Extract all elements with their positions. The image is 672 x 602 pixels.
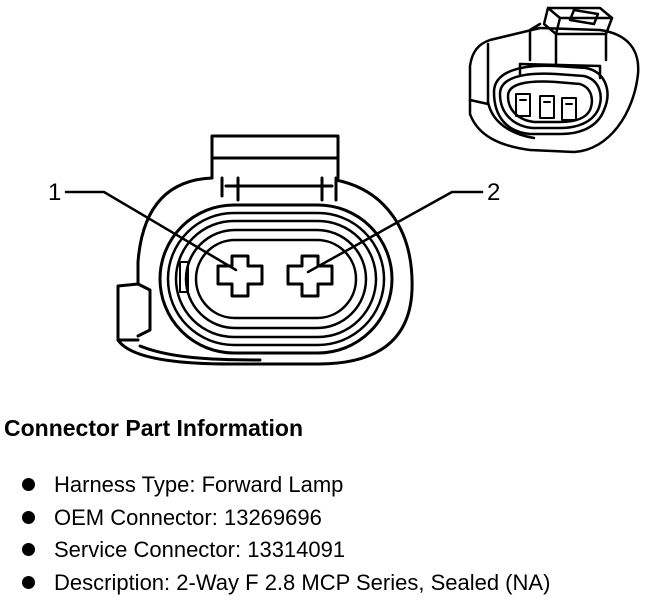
callout-2-label: 2: [487, 179, 500, 206]
info-label: Description: [54, 569, 165, 595]
info-item-service-connector: Service Connector: 13314091: [22, 535, 550, 568]
info-label: Service Connector: [54, 537, 235, 562]
section-title: Connector Part Information: [4, 415, 304, 441]
seal-ring-inner: [194, 238, 358, 320]
callout-1-label: 1: [48, 179, 61, 206]
info-value: 2-Way F 2.8 MCP Series, Sealed (NA): [176, 569, 551, 595]
info-value: Forward Lamp: [201, 472, 344, 497]
info-item-description: Description: 2-Way F 2.8 MCP Series, Sea…: [22, 568, 550, 601]
info-label: OEM Connector: [54, 504, 212, 530]
key-slot: [179, 261, 189, 293]
info-item-harness-type: Harness Type: Forward Lamp: [22, 470, 550, 503]
info-item-oem-connector: OEM Connector: 13269696: [22, 503, 550, 536]
info-label: Harness Type: [54, 472, 190, 497]
iso-housing: [468, 26, 640, 154]
terminal-cavity-1: [216, 254, 264, 298]
connector-diagram: 1 2: [48, 6, 640, 366]
callout-2: 2: [306, 179, 500, 274]
connector-iso-view: [468, 6, 640, 154]
info-value: 13269696: [223, 504, 322, 530]
connector-housing: [116, 176, 414, 366]
connector-front-view: [116, 134, 414, 366]
seal-ring-outer: [158, 203, 394, 355]
info-value: 13314091: [247, 537, 346, 562]
callout-1: 1: [48, 179, 238, 272]
connector-info-list: Harness Type: Forward Lamp OEM Connector…: [22, 470, 550, 600]
